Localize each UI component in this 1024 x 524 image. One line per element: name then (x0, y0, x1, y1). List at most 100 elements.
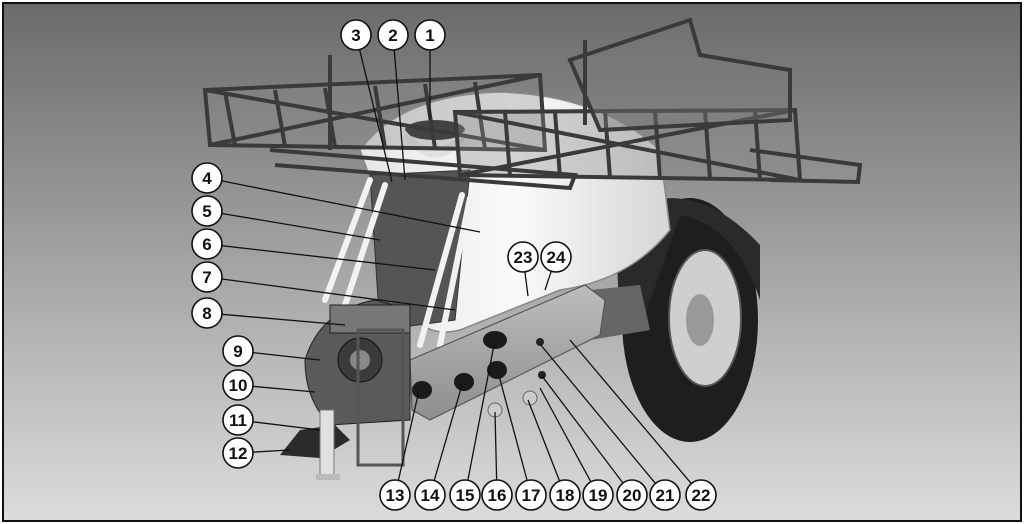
callout-circle (379, 479, 411, 511)
callout-circle (222, 335, 254, 367)
callout-11: 11 (222, 404, 254, 436)
callout-circle (222, 404, 254, 436)
callout-23: 23 (507, 241, 539, 273)
callout-number: 9 (233, 342, 242, 361)
leader-line-18 (527, 399, 561, 482)
leader-line-7 (221, 278, 456, 311)
callout-number: 4 (202, 169, 212, 188)
callout-20: 20 (616, 479, 648, 511)
leader-line-3 (358, 49, 393, 183)
callout-9: 9 (222, 335, 254, 367)
wheel (615, 198, 760, 442)
leader-line-22 (569, 339, 692, 484)
leader-line-23 (524, 271, 529, 297)
leader-line-13 (397, 394, 419, 481)
callout-8: 8 (191, 297, 223, 329)
leader-line-4 (221, 180, 481, 233)
callout-number: 11 (229, 411, 247, 430)
front-panel (369, 169, 471, 331)
callout-number: 21 (656, 486, 675, 505)
callout-number: 16 (488, 486, 507, 505)
pump-assembly (304, 299, 411, 467)
callout-number: 19 (589, 486, 608, 505)
callout-circle (685, 479, 717, 511)
callout-12: 12 (222, 437, 254, 469)
callout-circle (507, 241, 539, 273)
leader-line-14 (433, 384, 463, 481)
callout-21: 21 (649, 479, 681, 511)
callout-circle (582, 479, 614, 511)
callout-circle (414, 19, 446, 51)
leader-line-24 (544, 271, 552, 291)
callout-circle (540, 241, 572, 273)
callout-circle (649, 479, 681, 511)
callout-number: 12 (229, 444, 248, 463)
leader-line-9 (252, 351, 321, 361)
callout-13: 13 (379, 479, 411, 511)
ladder (322, 177, 473, 348)
callout-number: 8 (202, 304, 211, 323)
callout-circle (616, 479, 648, 511)
callout-number: 17 (522, 486, 541, 505)
callout-circle (191, 297, 223, 329)
boom-frame (202, 17, 863, 191)
callout-circle (222, 369, 254, 401)
sprayer-illustration (202, 17, 863, 480)
leader-line-6 (221, 245, 436, 271)
callout-number: 2 (388, 26, 397, 45)
callout-1: 1 (414, 19, 446, 51)
leader-line-17 (497, 371, 528, 481)
callout-circle (377, 19, 409, 51)
callout-number: 5 (202, 202, 211, 221)
leader-lines (221, 49, 692, 484)
callout-number: 13 (386, 486, 405, 505)
leader-line-16 (494, 411, 498, 481)
callout-7: 7 (191, 261, 223, 293)
callout-18: 18 (549, 479, 581, 511)
callout-10: 10 (222, 369, 254, 401)
leader-line-2 (393, 49, 406, 181)
callout-number: 22 (692, 486, 711, 505)
leader-line-15 (467, 344, 495, 481)
drawbar (280, 409, 350, 480)
callout-19: 19 (582, 479, 614, 511)
callout-number: 3 (351, 26, 360, 45)
callout-16: 16 (481, 479, 513, 511)
leader-line-5 (221, 212, 381, 241)
leader-line-19 (539, 387, 592, 483)
callout-circle (340, 19, 372, 51)
callout-circle (515, 479, 547, 511)
leader-line-8 (221, 313, 346, 326)
callout-circle (414, 479, 446, 511)
callout-number: 1 (425, 26, 434, 45)
callout-22: 22 (685, 479, 717, 511)
callout-3: 3 (340, 19, 372, 51)
leader-line-21 (539, 343, 656, 484)
callout-24: 24 (540, 241, 572, 273)
callout-number: 7 (202, 268, 211, 287)
leader-line-11 (252, 421, 321, 431)
callout-15: 15 (449, 479, 481, 511)
callout-number: 18 (556, 486, 575, 505)
callout-number: 23 (514, 248, 533, 267)
callout-5: 5 (191, 195, 223, 227)
callout-circle (549, 479, 581, 511)
callout-number: 14 (421, 486, 440, 505)
callout-2: 2 (377, 19, 409, 51)
chassis (590, 285, 650, 340)
callout-circle (191, 162, 223, 194)
callout-14: 14 (414, 479, 446, 511)
callout-number: 24 (547, 248, 566, 267)
leader-line-20 (541, 375, 624, 484)
callout-circle (449, 479, 481, 511)
callout-number: 15 (456, 486, 475, 505)
leader-line-12 (252, 449, 291, 453)
callout-circle (481, 479, 513, 511)
callout-number: 6 (202, 235, 211, 254)
callout-number: 20 (623, 486, 642, 505)
callout-circle (191, 195, 223, 227)
callout-4: 4 (191, 162, 223, 194)
callout-6: 6 (191, 228, 223, 260)
